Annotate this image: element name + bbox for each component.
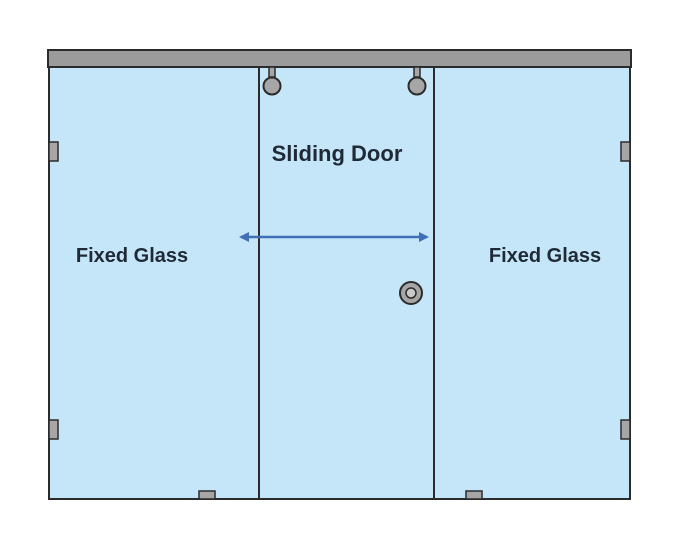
- right-lower-clamp-icon: [620, 419, 631, 440]
- right-roller-icon: [407, 66, 427, 96]
- left-lower-clamp-icon: [48, 419, 59, 440]
- door-knob-icon: [399, 281, 423, 305]
- left-floor-clamp-icon: [198, 490, 216, 500]
- left-roller-icon: [262, 66, 282, 96]
- right-panel-label: Fixed Glass: [489, 245, 601, 267]
- right-fixed-glass-panel: [433, 66, 631, 500]
- right-floor-clamp-icon: [465, 490, 483, 500]
- center-panel-label: Sliding Door: [272, 141, 403, 166]
- top-rail: [47, 49, 632, 68]
- left-upper-clamp-icon: [48, 141, 59, 162]
- left-panel-label: Fixed Glass: [76, 245, 188, 267]
- left-fixed-glass-panel: [48, 66, 260, 500]
- right-upper-clamp-icon: [620, 141, 631, 162]
